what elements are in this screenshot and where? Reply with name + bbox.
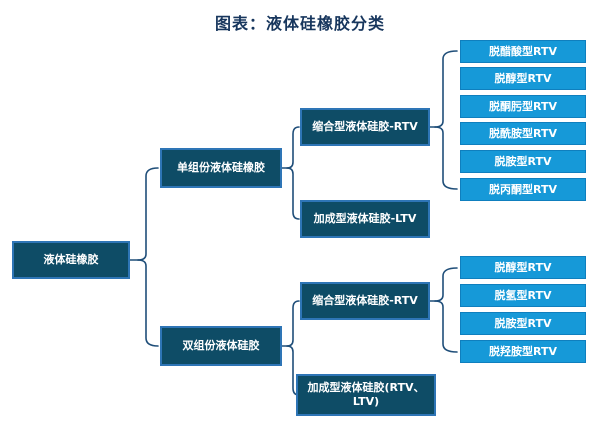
leaf-dealcohol-rtv-top: 脱醇型RTV — [460, 67, 586, 90]
brace-root-to-level2 — [129, 167, 159, 347]
leaf-hydroxylamine-rtv: 脱羟胺型RTV — [460, 340, 586, 363]
leaf-dealcohol-rtv-bottom: 脱醇型RTV — [460, 256, 586, 279]
node-condensation-rtv-top: 缩合型液体硅胶-RTV — [300, 108, 430, 146]
leaf-acetone-rtv: 脱丙酮型RTV — [460, 178, 586, 201]
node-addition-ltv: 加成型液体硅胶-LTV — [300, 200, 430, 238]
node-liquid-silicone-rubber: 液体硅橡胶 — [12, 241, 130, 279]
leaf-deacetic-rtv: 脱醋酸型RTV — [460, 40, 586, 63]
leaf-amide-rtv: 脱酰胺型RTV — [460, 122, 586, 145]
leaf-amine-rtv-bottom: 脱胺型RTV — [460, 312, 586, 335]
brace-single-to-level3 — [281, 126, 300, 220]
brace-condbot-to-leaves — [429, 267, 458, 353]
diagram-title: 图表：液体硅橡胶分类 — [214, 14, 385, 33]
leaf-ketoxime-rtv: 脱酮肟型RTV — [460, 95, 586, 118]
node-one-component: 单组份液体硅橡胶 — [160, 148, 282, 188]
leaf-amine-rtv-top: 脱胺型RTV — [460, 150, 586, 173]
leaf-dehydrogen-rtv: 脱氢型RTV — [460, 284, 586, 307]
node-addition-rtv-ltv: 加成型液体硅胶(RTV、LTV) — [296, 374, 436, 416]
brace-condtop-to-leaves — [429, 50, 458, 190]
node-condensation-rtv-bottom: 缩合型液体硅胶-RTV — [300, 282, 430, 320]
node-two-component: 双组份液体硅胶 — [160, 326, 282, 366]
